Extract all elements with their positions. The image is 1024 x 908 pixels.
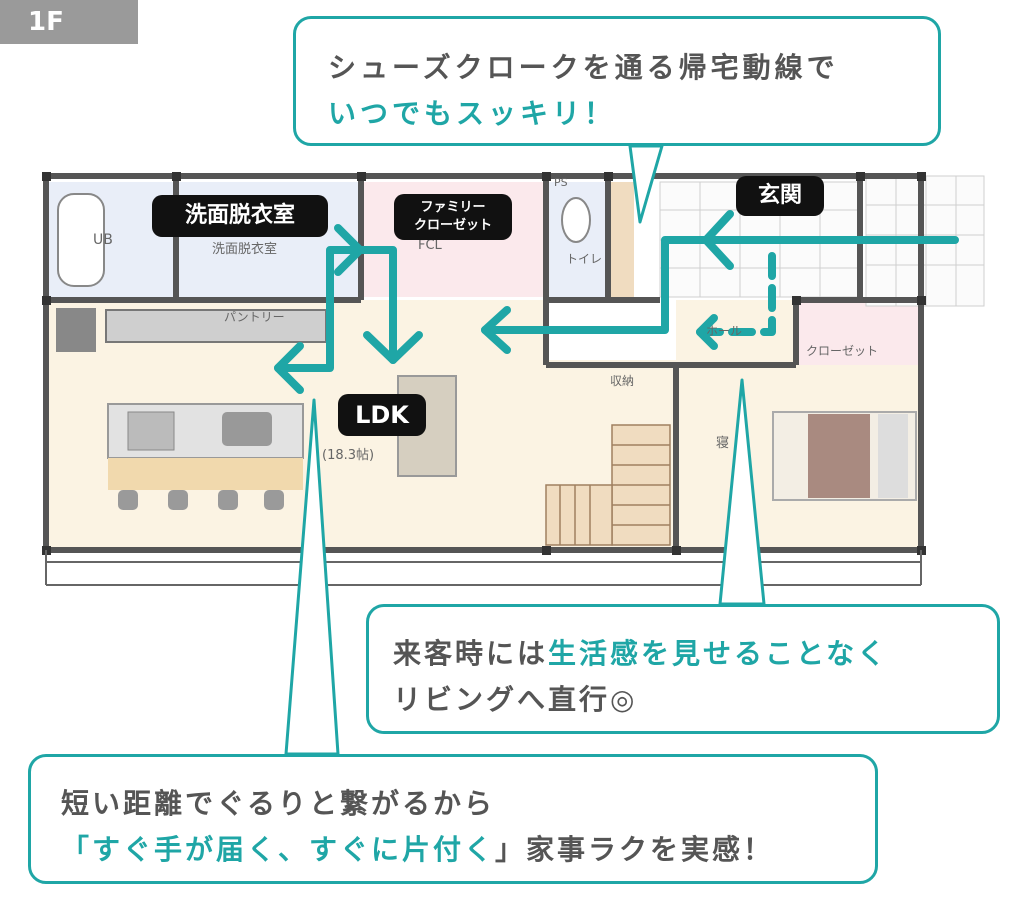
ldk-badge: LDK (338, 394, 426, 436)
bed-cover (808, 414, 870, 498)
entrance-badge: 玄関 (736, 176, 824, 216)
loop-arrowhead-top (334, 224, 364, 276)
callout-right-line1-highlight: 生活感を見せることなく (548, 637, 889, 670)
bath-label: UB (93, 232, 113, 248)
fcl-plan-label: FCL (418, 238, 442, 253)
stove (127, 411, 175, 451)
entrance-route-arrow (481, 236, 959, 334)
callout-bottom-line2: 「すぐ手が届く、すぐに片付く」家事ラクを実感！ (61, 827, 875, 873)
ps-label: PS (554, 176, 568, 189)
family-closet-badge: ファミリー クローゼット (394, 194, 512, 240)
callout-bottom-line1: 短い距離でぐるりと繋がるから (61, 787, 496, 820)
callout-right-line2: リビングへ直行◎ (393, 683, 638, 716)
pantry-label: パントリー (224, 310, 285, 324)
callout-bottom-line2-open: 「 (61, 833, 93, 866)
back-counter (105, 309, 327, 343)
callout-top-line1: シューズクロークを通る帰宅動線で (328, 51, 839, 84)
callout-bottom-line2-close: 」家事ラクを実感！ (495, 833, 775, 866)
family-closet-badge-line2: クローゼット (413, 218, 492, 233)
entrance-arrowhead (702, 210, 734, 270)
guest-route-arrow (696, 252, 776, 336)
shoe-closet-shelf (608, 182, 634, 297)
circulation-arrows (274, 210, 959, 394)
closet-label: クローゼット (806, 344, 879, 358)
stairs (545, 424, 671, 546)
walls (43, 173, 924, 553)
sink (222, 412, 272, 446)
loop-arrowhead-left (274, 342, 304, 394)
eaves-line (45, 550, 922, 586)
callout-bottom-line2-highlight: すぐ手が届く、すぐに片付く (92, 833, 496, 866)
guest-route-arrowhead (696, 314, 718, 350)
pillow (878, 414, 908, 498)
bathtub (57, 193, 105, 287)
loop-route-arrow (274, 246, 397, 372)
fridge (56, 308, 96, 352)
family-closet-badge-line1: ファミリー (420, 200, 486, 215)
callout-right-line1-plain: 来客時には (393, 637, 549, 670)
bedroom-label: 寝 (716, 436, 730, 451)
toilet-label: トイレ (566, 252, 603, 266)
storage-label: 収納 (610, 374, 635, 388)
callout-top-line2: いつでもスッキリ！ (328, 97, 617, 130)
floor-label: 1F (0, 0, 138, 44)
washroom-badge: 洗面脱衣室 (152, 195, 328, 237)
island-counter (108, 458, 303, 490)
callout-right: 来客時には生活感を見せることなく リビングへ直行◎ (366, 604, 1000, 734)
loop-arrowhead-down (363, 331, 423, 364)
bar-stools (118, 490, 284, 510)
ldk-area-label: (18.3帖) (322, 448, 375, 463)
entrance-route-arrowhead (481, 306, 511, 354)
callout-top: シューズクロークを通る帰宅動線で いつでもスッキリ！ (293, 16, 941, 146)
toilet-bowl (561, 197, 591, 243)
closet-floor (796, 300, 921, 365)
washroom-plan-label: 洗面脱衣室 (212, 242, 278, 257)
callout-right-line1: 来客時には生活感を見せることなく (393, 631, 997, 677)
callout-bottom: 短い距離でぐるりと繋がるから 「すぐ手が届く、すぐに片付く」家事ラクを実感！ (28, 754, 878, 884)
hall-label: ホール (706, 324, 743, 338)
